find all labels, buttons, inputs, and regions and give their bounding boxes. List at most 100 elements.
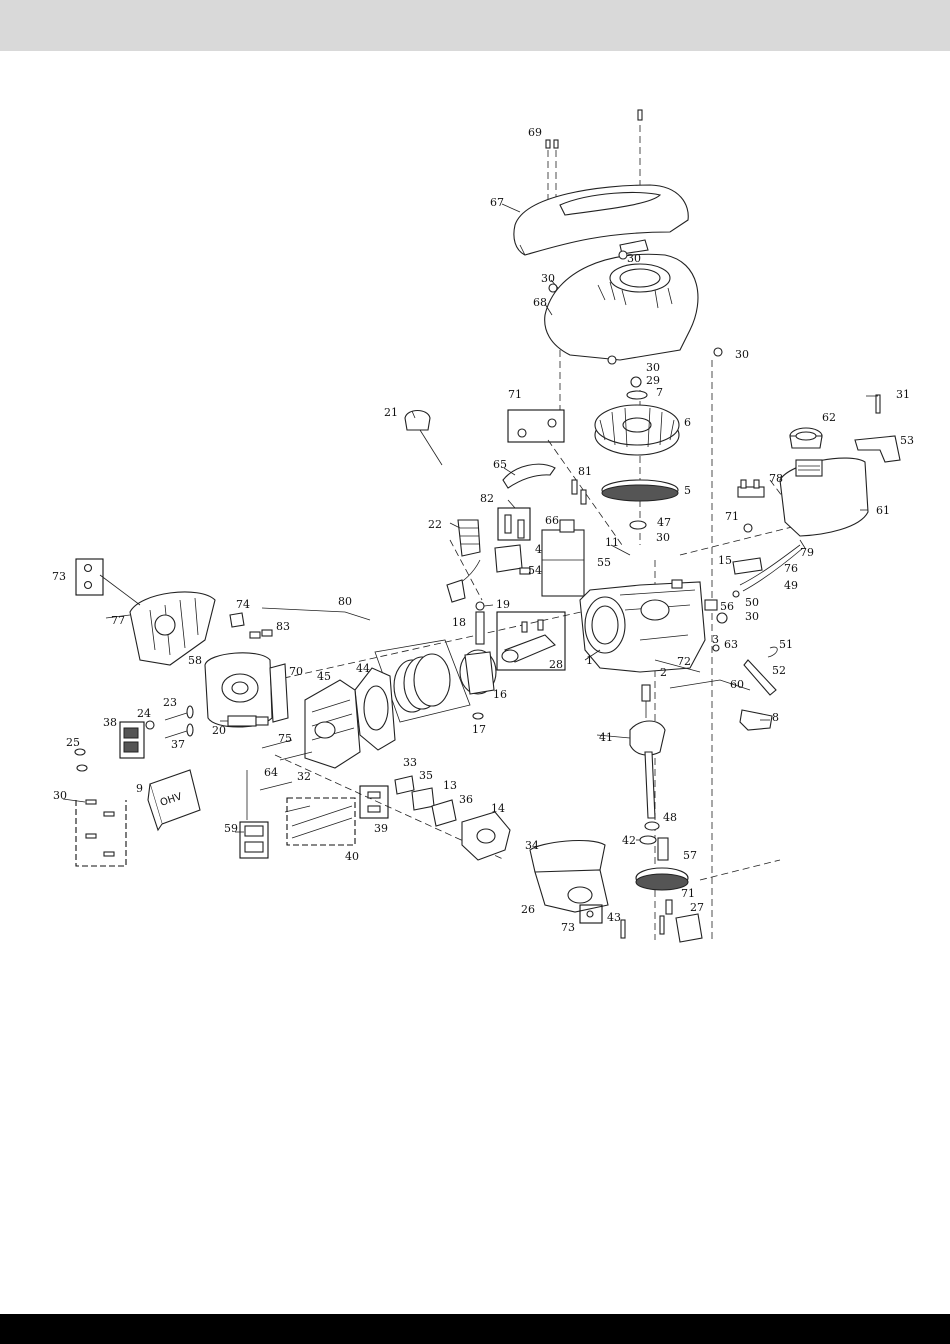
callout-32: 32 bbox=[297, 770, 311, 783]
callout-17: 17 bbox=[472, 723, 486, 736]
timing-gears-part bbox=[636, 822, 688, 890]
callout-73: 73 bbox=[52, 570, 66, 583]
callout-71: 71 bbox=[508, 388, 522, 401]
callout-30: 30 bbox=[745, 610, 759, 623]
screws-71 bbox=[518, 419, 556, 437]
screws-81 bbox=[572, 480, 586, 504]
flywheel-part bbox=[595, 377, 679, 455]
callout-16: 16 bbox=[493, 688, 507, 701]
callout-19: 19 bbox=[496, 598, 510, 611]
callout-30: 30 bbox=[627, 252, 641, 265]
callout-39: 39 bbox=[374, 822, 388, 835]
callout-80: 80 bbox=[338, 595, 352, 608]
callout-78: 78 bbox=[769, 472, 783, 485]
callout-30: 30 bbox=[646, 361, 660, 374]
connecting-rod-part bbox=[502, 620, 555, 662]
callout-24: 24 bbox=[137, 707, 151, 720]
callout-30: 30 bbox=[541, 272, 555, 285]
push-rods-box bbox=[287, 798, 355, 845]
bracket-65-part bbox=[503, 464, 555, 488]
callout-54: 54 bbox=[528, 564, 542, 577]
callout-69: 69 bbox=[528, 126, 542, 139]
carburetor-part bbox=[462, 812, 510, 860]
footer-band bbox=[0, 1314, 950, 1344]
callout-76: 76 bbox=[784, 562, 798, 575]
callout-34: 34 bbox=[525, 839, 539, 852]
tank-bracket-part bbox=[855, 395, 900, 462]
callout-50: 50 bbox=[745, 596, 759, 609]
callout-13: 13 bbox=[443, 779, 457, 792]
callout-21: 21 bbox=[384, 406, 398, 419]
callout-47: 47 bbox=[657, 516, 671, 529]
ignition-coil-part bbox=[542, 520, 584, 596]
callout-71: 71 bbox=[725, 510, 739, 523]
callout-74: 74 bbox=[236, 598, 250, 611]
callout-6: 6 bbox=[684, 416, 691, 429]
callout-36: 36 bbox=[459, 793, 473, 806]
piston-part bbox=[460, 650, 496, 719]
callout-83: 83 bbox=[276, 620, 290, 633]
callout-65: 65 bbox=[493, 458, 507, 471]
callout-44: 44 bbox=[356, 662, 370, 675]
callout-9: 9 bbox=[136, 782, 143, 795]
callout-49: 49 bbox=[784, 579, 798, 592]
callout-56: 56 bbox=[720, 600, 734, 613]
callout-82: 82 bbox=[480, 492, 494, 505]
callout-26: 26 bbox=[521, 903, 535, 916]
fuel-valve-part bbox=[738, 480, 764, 497]
callout-77: 77 bbox=[111, 614, 125, 627]
callout-52: 52 bbox=[772, 664, 786, 677]
callout-70: 70 bbox=[289, 665, 303, 678]
callout-38: 38 bbox=[103, 716, 117, 729]
callout-25: 25 bbox=[66, 736, 80, 749]
callout-15: 15 bbox=[718, 554, 732, 567]
callout-35: 35 bbox=[419, 769, 433, 782]
hardware-box-82 bbox=[498, 508, 530, 540]
callout-66: 66 bbox=[545, 514, 559, 527]
gasket-15-part bbox=[733, 524, 762, 574]
callout-55: 55 bbox=[597, 556, 611, 569]
callout-42: 42 bbox=[622, 834, 636, 847]
callout-2: 2 bbox=[660, 666, 667, 679]
callout-31: 31 bbox=[896, 388, 910, 401]
callout-11: 11 bbox=[605, 536, 619, 549]
callout-4: 4 bbox=[535, 543, 542, 556]
callout-8: 8 bbox=[772, 711, 779, 724]
callout-61: 61 bbox=[876, 504, 890, 517]
head-gasket-part bbox=[355, 668, 395, 750]
callout-30: 30 bbox=[656, 531, 670, 544]
callout-28: 28 bbox=[549, 658, 563, 671]
callout-3: 3 bbox=[712, 633, 719, 646]
callout-67: 67 bbox=[490, 196, 504, 209]
valve-cover-part: OHV bbox=[148, 770, 200, 830]
dipstick-part bbox=[405, 411, 442, 466]
callout-43: 43 bbox=[607, 911, 621, 924]
callout-68: 68 bbox=[533, 296, 547, 309]
callout-64: 64 bbox=[264, 766, 278, 779]
callout-14: 14 bbox=[491, 802, 505, 815]
callout-59: 59 bbox=[224, 822, 238, 835]
callout-7: 7 bbox=[656, 386, 663, 399]
callout-33: 33 bbox=[403, 756, 417, 769]
callout-57: 57 bbox=[683, 849, 697, 862]
push-rods-part bbox=[292, 806, 352, 838]
air-filter-part bbox=[530, 841, 608, 912]
callout-48: 48 bbox=[663, 811, 677, 824]
callout-73: 73 bbox=[561, 921, 575, 934]
throttle-rod-part bbox=[230, 608, 370, 638]
callout-75: 75 bbox=[278, 732, 292, 745]
callout-62: 62 bbox=[822, 411, 836, 424]
piston-pin-part bbox=[476, 602, 484, 644]
valves-part bbox=[165, 706, 193, 738]
fuel-cap-part bbox=[790, 428, 822, 448]
hardware-box-30 bbox=[76, 800, 126, 866]
stop-switch-part bbox=[447, 545, 530, 602]
callout-41: 41 bbox=[599, 731, 613, 744]
cylinder-head-part bbox=[305, 680, 360, 768]
callout-30: 30 bbox=[735, 348, 749, 361]
callout-53: 53 bbox=[900, 434, 914, 447]
callout-5: 5 bbox=[684, 484, 691, 497]
oil-fill-tube-part bbox=[458, 520, 480, 556]
fuel-tank-part bbox=[780, 458, 868, 548]
